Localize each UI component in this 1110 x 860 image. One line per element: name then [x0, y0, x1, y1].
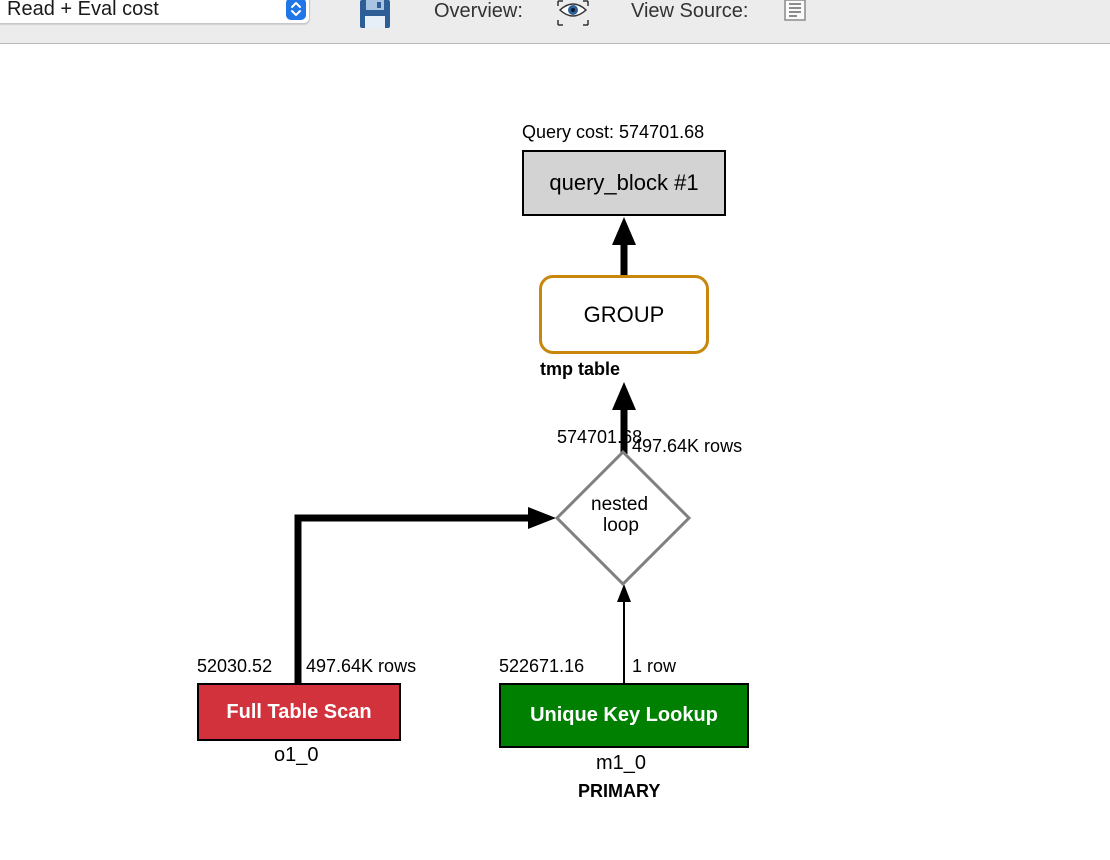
nested-loop-diamond [554, 449, 692, 587]
diagram-connectors [294, 217, 692, 684]
overview-label: Overview: [434, 0, 523, 22]
view-mode-select[interactable]: Read + Eval cost [0, 0, 310, 24]
save-icon[interactable] [358, 0, 392, 35]
nested-loop-label-line2: loop [603, 515, 639, 536]
unique-key-lookup-table: m1_0 [596, 752, 647, 774]
toolbar: Read + Eval cost Overview: View Source: [0, 0, 1110, 44]
connector-scan-to-nested-loop [294, 514, 530, 684]
arrowhead-into-group [612, 382, 636, 410]
select-stepper-icon[interactable] [286, 0, 306, 20]
nested-loop-rows: 497.64K rows [632, 436, 743, 456]
arrowhead-into-nested-loop [528, 507, 556, 529]
full-table-scan-table: o1_0 [274, 744, 319, 766]
view-source-label: View Source: [631, 0, 749, 22]
query-cost-label: Query cost: 574701.68 [522, 122, 705, 142]
full-table-scan-label: Full Table Scan [226, 700, 372, 723]
eye-icon[interactable] [555, 0, 591, 31]
unique-key-lookup-cost: 522671.16 [499, 656, 585, 676]
unique-key-lookup-rows: 1 row [632, 656, 677, 676]
arrowhead-into-nested-loop-bottom [617, 584, 631, 602]
query-block-node[interactable]: query_block #1 [522, 150, 726, 216]
full-table-scan-rows: 497.64K rows [306, 656, 417, 676]
arrowhead-into-query-block [612, 217, 636, 245]
query-plan-diagram: Query cost: 574701.68 query_block #1 GRO… [0, 44, 1110, 860]
document-icon[interactable] [784, 0, 808, 27]
full-table-scan-cost: 52030.52 [197, 656, 273, 676]
group-note-label: tmp table [540, 359, 621, 379]
unique-key-lookup-label: Unique Key Lookup [530, 704, 718, 726]
full-table-scan-node[interactable]: Full Table Scan [197, 683, 401, 741]
nested-loop-label-line1: nested [591, 494, 649, 515]
unique-key-lookup-node[interactable]: Unique Key Lookup [499, 683, 749, 748]
query-block-label: query_block #1 [549, 170, 699, 195]
group-label: GROUP [583, 301, 665, 327]
unique-key-lookup-key: PRIMARY [578, 781, 661, 801]
group-node[interactable]: GROUP [539, 275, 709, 354]
nested-loop-cost: 574701.68 [557, 427, 643, 447]
view-mode-value: Read + Eval cost [7, 0, 159, 20]
